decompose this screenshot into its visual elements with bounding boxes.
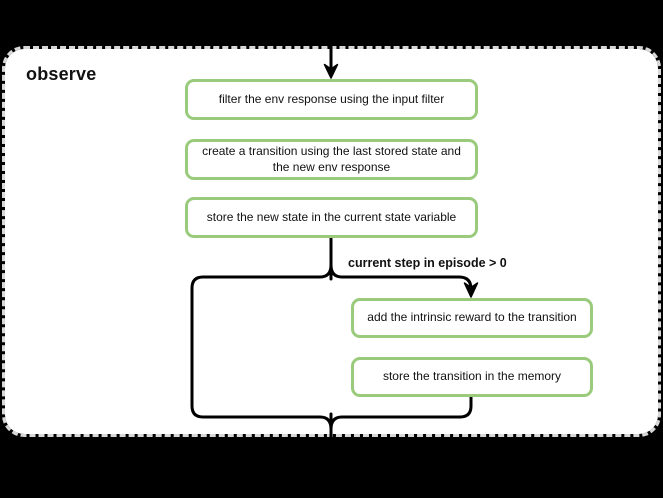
panel-title: observe — [26, 64, 97, 84]
flow-step-filter-env-response: filter the env response using the input … — [185, 79, 478, 120]
flow-step-add-intrinsic-reward: add the intrinsic reward to the transiti… — [351, 298, 593, 338]
flow-step-store-transition-memory: store the transition in the memory — [351, 357, 593, 397]
condition-label: current step in episode > 0 — [348, 256, 507, 270]
flow-step-store-new-state: store the new state in the current state… — [185, 197, 478, 238]
flow-step-create-transition: create a transition using the last store… — [185, 139, 478, 180]
